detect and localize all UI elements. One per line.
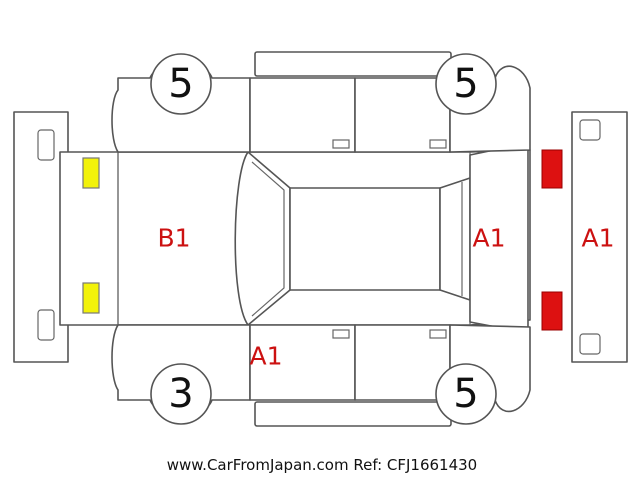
tire-front-left: 5: [150, 53, 212, 115]
headlight-top-icon: [82, 157, 100, 189]
tire-rear-right-value: 5: [453, 371, 478, 417]
rear-bumper: [571, 111, 628, 363]
rear-bumper-damage-code: A1: [581, 224, 614, 253]
roof: [289, 187, 441, 291]
tire-front-left-value: 5: [168, 61, 193, 107]
headlight-bottom-icon: [82, 282, 100, 314]
front-bumper: [13, 111, 69, 363]
tire-rear-left: 5: [435, 53, 497, 115]
taillight-top-icon: [541, 149, 563, 189]
rear-glass-damage-code: A1: [472, 224, 505, 253]
windshield: [234, 151, 291, 326]
tire-front-right-value: 3: [168, 371, 193, 417]
taillight-bottom-icon: [541, 291, 563, 331]
tire-front-right: 3: [150, 363, 212, 425]
tire-rear-right: 5: [435, 363, 497, 425]
front-right-fender-damage-code: A1: [249, 342, 282, 371]
rear-glass: [439, 177, 471, 301]
source-watermark: www.CarFromJapan.com Ref: CFJ1661430: [167, 456, 477, 474]
right-side-panels: [111, 324, 531, 427]
tire-rear-left-value: 5: [453, 61, 478, 107]
hood-damage-code: B1: [157, 224, 190, 253]
